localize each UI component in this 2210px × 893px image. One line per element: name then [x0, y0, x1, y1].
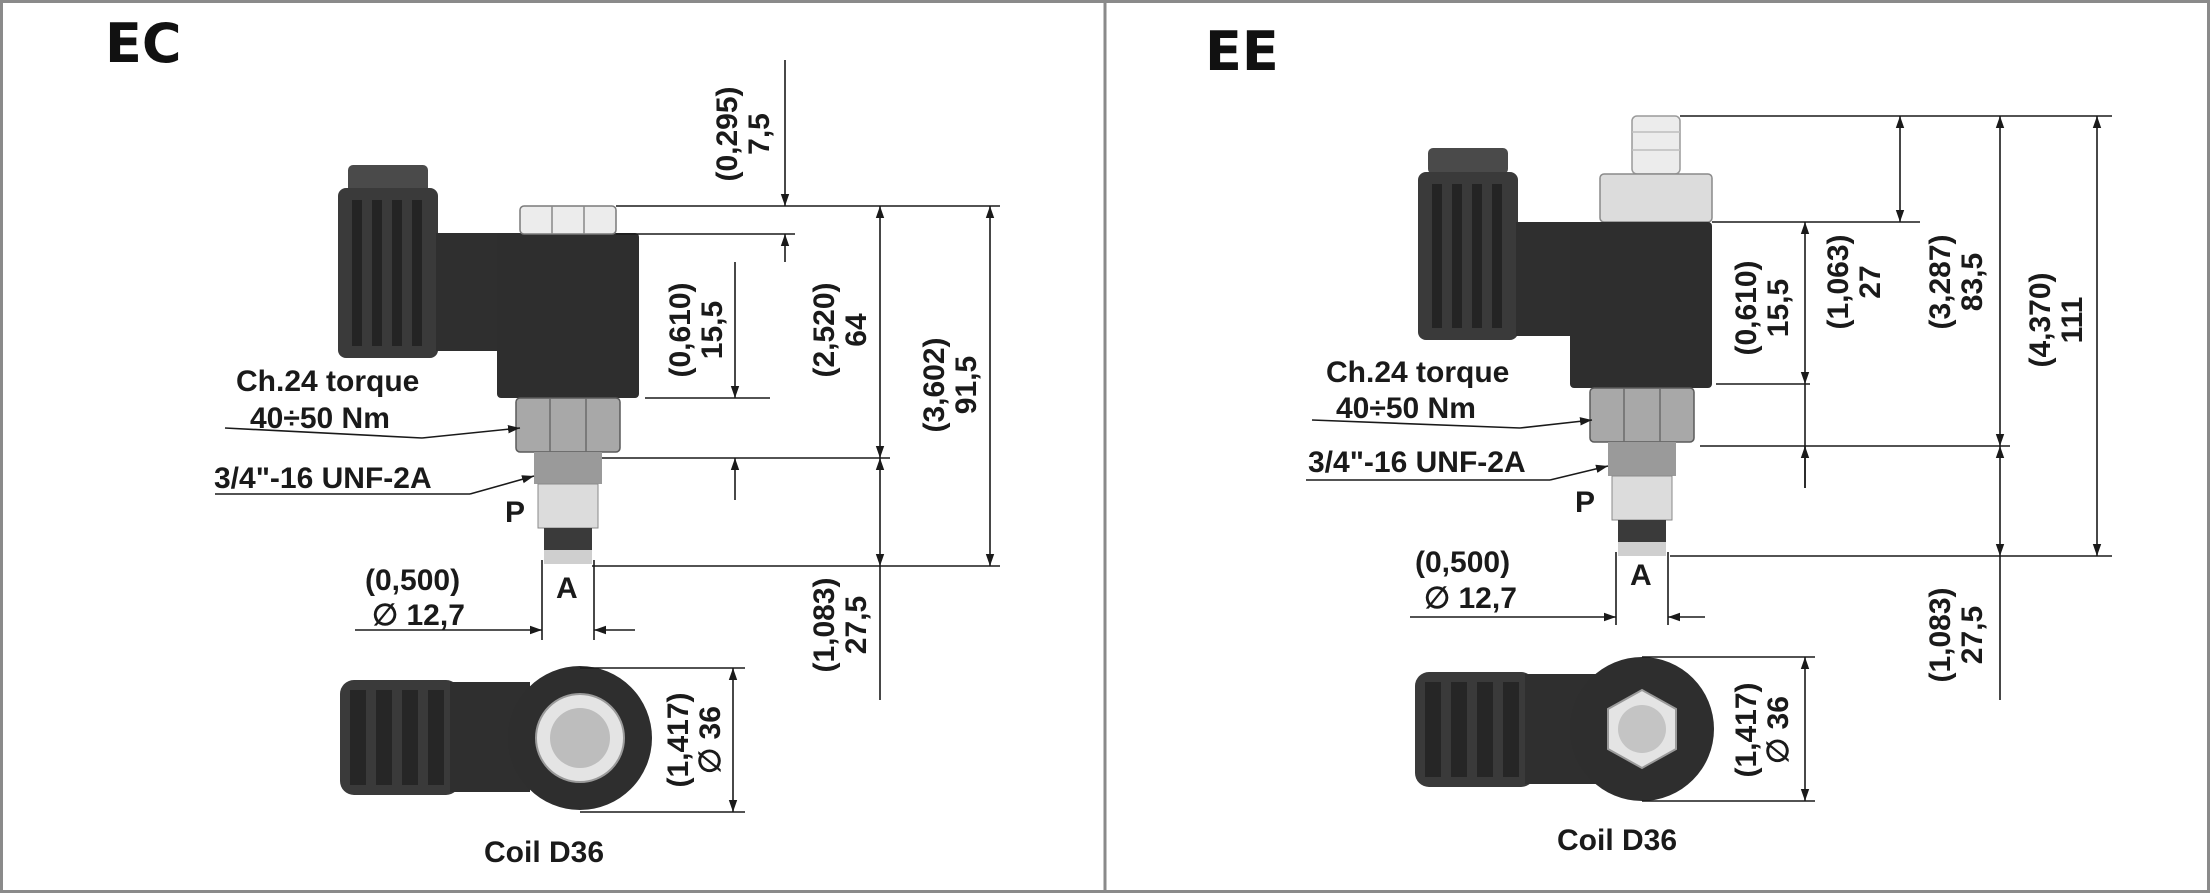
port-p-label: P [505, 496, 525, 529]
cartridge-seal [544, 528, 592, 550]
thread-section [534, 452, 602, 484]
dim-4-inch: (1,083) [1924, 587, 1957, 682]
thread-label: 3/4"-16 UNF-2A [214, 462, 432, 495]
coil-dim-inch: (1,417) [1730, 682, 1763, 777]
dim-2-inch: (2,520) [808, 282, 841, 377]
panel-title: EE [1205, 20, 1279, 83]
dim-4-mm: 27,5 [1956, 606, 1989, 664]
diameter-symbol-icon: ∅ [694, 748, 727, 774]
bore-inch-label: (0,500) [1415, 546, 1510, 579]
valve-side-view [1418, 115, 1713, 556]
coil-label: Coil D36 [1557, 824, 1677, 857]
dim-3-mm: 111 [2056, 297, 2089, 344]
thread-section [1608, 442, 1676, 476]
dim-0-inch: (0,295) [711, 86, 744, 181]
dim-2-mm: 83,5 [1956, 253, 1989, 311]
bore-inch-label: (0,500) [365, 564, 460, 597]
diameter-symbol-icon: ∅ [372, 599, 398, 632]
dim-2-inch: (3,287) [1924, 234, 1957, 329]
coil-dim-inch: (1,417) [662, 692, 695, 787]
dim-1-inch: (0,610) [664, 282, 697, 377]
bore-mm-label: ∅ 12,7 [1424, 582, 1517, 615]
torque-value: 40÷50 Nm [250, 402, 390, 435]
panel-title: EC [105, 12, 182, 75]
cartridge-body [1611, 475, 1673, 521]
torque-value: 40÷50 Nm [1336, 392, 1476, 425]
cartridge-seal [1618, 520, 1666, 542]
dim-2-mm: 64 [840, 313, 873, 347]
bore-mm-label: ∅ 12,7 [372, 599, 465, 632]
port-p-label: P [1575, 486, 1595, 519]
coil-body [497, 233, 639, 398]
dim-3-inch: (3,602) [918, 337, 951, 432]
thread-label: 3/4"-16 UNF-2A [1308, 446, 1526, 479]
coil-label: Coil D36 [484, 836, 604, 869]
dim-4-inch: (1,083) [808, 577, 841, 672]
torque-label: Ch.24 torque [236, 365, 419, 398]
dim-0-mm: 15,5 [1762, 279, 1795, 337]
cartridge-body [537, 483, 599, 529]
hex-nut [1589, 387, 1695, 443]
dim-3-inch: (4,370) [2024, 272, 2057, 367]
dim-1-inch: (1,063) [1822, 234, 1855, 329]
diameter-symbol-icon: ∅ [1424, 582, 1450, 615]
diameter-symbol-icon: ∅ [1762, 738, 1795, 764]
torque-label: Ch.24 torque [1326, 356, 1509, 389]
cartridge-tip [544, 550, 592, 564]
coil-body [1570, 222, 1712, 388]
coil-dim-mm: ∅ 36 [1762, 696, 1795, 764]
manual-override-knob [1631, 115, 1681, 175]
override-body [1599, 173, 1713, 223]
coil-dim-mm: ∅ 36 [694, 706, 727, 774]
panel-ee: EE [1205, 20, 2112, 857]
dimension-lines [1306, 115, 2112, 700]
port-a-label: A [556, 572, 578, 605]
dim-1-mm: 15,5 [696, 301, 729, 359]
dim-1-mm: 27 [1854, 265, 1887, 298]
dim-0-mm: 7,5 [743, 113, 776, 155]
hex-nut [515, 397, 621, 453]
connector-plug [1418, 148, 1596, 340]
dimension-lines [215, 60, 1000, 700]
coil-top-view [1415, 657, 1714, 801]
coil-nut [519, 205, 617, 235]
dim-0-inch: (0,610) [1730, 260, 1763, 355]
valve-side-view [338, 165, 639, 564]
port-a-label: A [1630, 559, 1652, 592]
cartridge-tip [1618, 542, 1666, 556]
panel-ec: EC [105, 12, 1000, 869]
dim-3-mm: 91,5 [950, 356, 983, 414]
coil-top-view [340, 666, 652, 810]
dim-4-mm: 27,5 [840, 596, 873, 654]
